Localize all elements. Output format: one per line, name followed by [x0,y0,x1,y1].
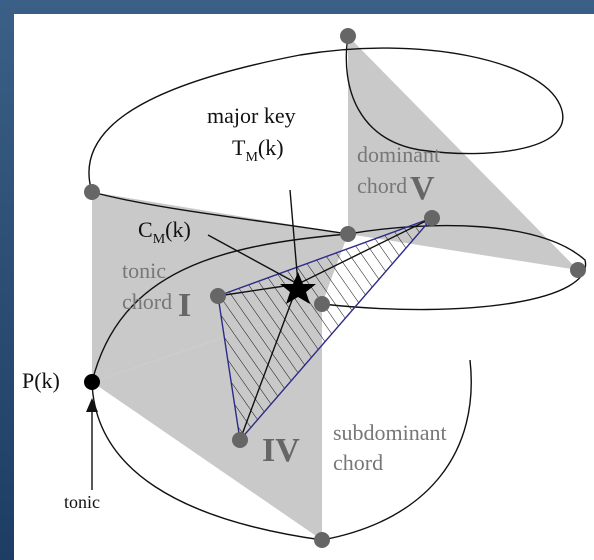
tonic-chord-plane [92,192,348,382]
node-i [210,288,226,304]
arrow-cm-to-center [207,234,299,285]
spiral-lower-loop [91,233,349,383]
arrow-v-to-center [297,217,433,285]
major-key-star [280,272,316,304]
node-top [340,28,356,44]
label-tonic-bottom: tonic [64,492,100,512]
label-v-numeral: V [410,170,435,207]
label-tm: TM(k) [232,135,284,165]
label-dominant-chord: chord [357,173,407,198]
label-dominant: dominant [357,142,440,167]
node-bottom [314,532,330,548]
node-upper-left [84,184,100,200]
label-major-key: major key [207,103,296,128]
label-iv-numeral: IV [262,432,300,469]
tonic-arrow-head [86,398,98,412]
node-pk [84,374,100,390]
node-right [570,262,586,278]
node-center-top [340,226,356,242]
label-tonic: tonic [122,258,166,283]
arrow-major-key-to-center [289,189,299,285]
spiral-middle-loop [91,191,587,311]
node-v [424,210,440,226]
node-iv [232,432,248,448]
label-subdominant: subdominant [333,420,447,445]
node-middle [314,296,330,312]
label-subdominant-chord: chord [333,450,383,475]
center-effect-triangle [217,216,435,442]
label-pk: P(k) [22,368,60,393]
arrow-iv-to-center [239,283,299,441]
label-i-numeral: I [178,287,191,324]
label-tonic-chord: chord [122,289,172,314]
spiral-top-loop [88,35,564,193]
label-cm: CM(k) [138,217,191,247]
